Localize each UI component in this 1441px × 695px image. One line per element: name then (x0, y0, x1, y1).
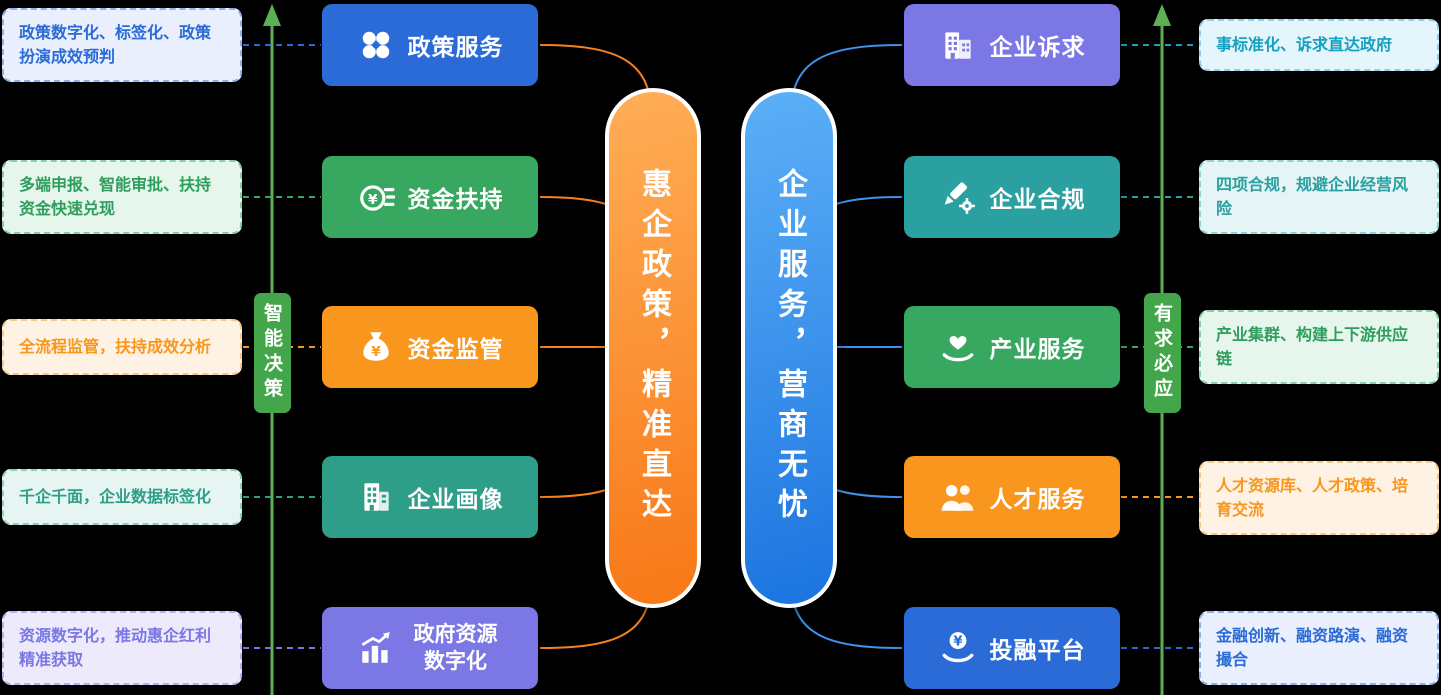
badge-smart-decision: 智能决策 (254, 293, 291, 413)
desc-talent-service: 人才资源库、人才政策、培育交流 (1199, 461, 1439, 535)
left-flow-arrowhead (263, 4, 281, 26)
node-enterprise-compliance: 企业合规 (904, 156, 1120, 238)
desc-enterprise-profile: 千企千面，企业数据标签化 (2, 469, 242, 525)
svg-text:¥: ¥ (371, 344, 381, 360)
right-flow-arrowhead (1153, 4, 1171, 26)
desc-funding-supervision: 全流程监管，扶持成效分析 (2, 319, 242, 375)
desc-funding-support: 多端申报、智能审批、扶持资金快速兑现 (2, 160, 242, 234)
svg-text:¥: ¥ (953, 635, 963, 650)
node-label: 资金监管 (407, 337, 504, 363)
pill-left-slogan: 惠企政策，精准直达 (605, 88, 701, 608)
desc-gov-resource-digitization: 资源数字化，推动惠企红利精准获取 (2, 611, 242, 685)
node-industry-service: 产业服务 (904, 306, 1120, 388)
desc-policy-service: 政策数字化、标签化、政策扮演成效预判 (2, 8, 242, 82)
pill-right-text: 企业服务，营商无忧 (772, 168, 807, 528)
badge-responsive: 有求必应 (1144, 293, 1181, 413)
svg-text:¥: ¥ (368, 192, 378, 208)
node-funding-supervision: ¥ 资金监管 (322, 306, 538, 388)
hand-coin-icon: ¥ (942, 632, 973, 663)
pill-left-text: 惠企政策，精准直达 (636, 168, 671, 528)
node-label: 政策服务 (407, 35, 504, 61)
badge-label: 有求必应 (1151, 303, 1173, 403)
node-label: 企业合规 (989, 187, 1086, 213)
money-bag-icon: ¥ (362, 332, 389, 361)
node-label: 产业服务 (989, 337, 1086, 363)
node-label: 人才服务 (989, 487, 1086, 513)
node-label: 企业诉求 (989, 35, 1086, 61)
bar-chart-icon (361, 632, 390, 663)
building-icon (363, 483, 389, 511)
buildings-icon (944, 32, 971, 59)
node-investment-financing-platform: ¥ 投融平台 (904, 607, 1120, 689)
coin-yuan-icon: ¥ (359, 185, 395, 211)
clover-icon (362, 31, 389, 59)
node-enterprise-appeal: 企业诉求 (904, 4, 1120, 86)
desc-investment-financing-platform: 金融创新、融资路演、融资撮合 (1199, 611, 1439, 685)
pill-right-slogan: 企业服务，营商无忧 (741, 88, 837, 608)
desc-enterprise-compliance: 四项合规，规避企业经营风险 (1199, 160, 1439, 234)
node-label: 资金扶持 (407, 187, 504, 213)
badge-label: 智能决策 (261, 303, 283, 403)
node-label: 投融平台 (989, 638, 1086, 664)
pen-gear-icon (944, 182, 975, 214)
desc-enterprise-appeal: 事标准化、诉求直达政府 (1199, 19, 1439, 71)
node-talent-service: 人才服务 (904, 456, 1120, 538)
node-funding-support: ¥ 资金扶持 (322, 156, 538, 238)
node-policy-service: 政策服务 (322, 4, 538, 86)
hand-heart-icon (942, 336, 973, 362)
node-label: 企业画像 (407, 487, 504, 513)
desc-industry-service: 产业集群、构建上下游供应链 (1199, 310, 1439, 384)
node-label: 政府资源数字化 (413, 621, 498, 673)
people-icon (941, 484, 973, 511)
node-enterprise-profile: 企业画像 (322, 456, 538, 538)
node-gov-resource-digitization: 政府资源数字化 (322, 607, 538, 689)
